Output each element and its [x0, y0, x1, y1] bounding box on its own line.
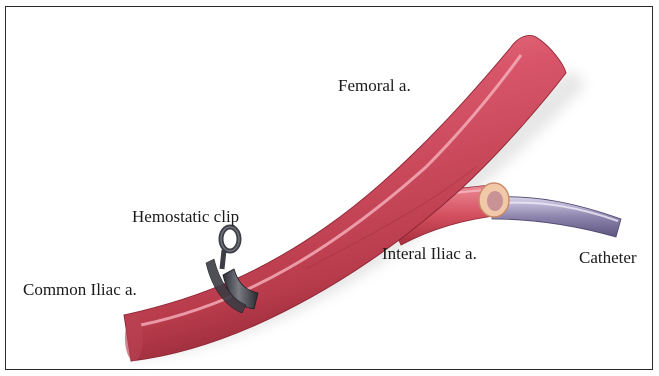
vessel-proximal-end — [125, 315, 143, 361]
illustration-frame: Femoral a. Hemostatic clip Interal Iliac… — [5, 6, 653, 370]
artery-illustration — [6, 7, 653, 370]
common-iliac-artery-label: Common Iliac a. — [23, 281, 137, 298]
femoral-artery-label: Femoral a. — [338, 77, 411, 94]
catheter-label: Catheter — [579, 249, 637, 266]
hemostatic-clip-label: Hemostatic clip — [132, 208, 239, 225]
internal-iliac-artery-label: Interal Iliac a. — [382, 245, 477, 262]
